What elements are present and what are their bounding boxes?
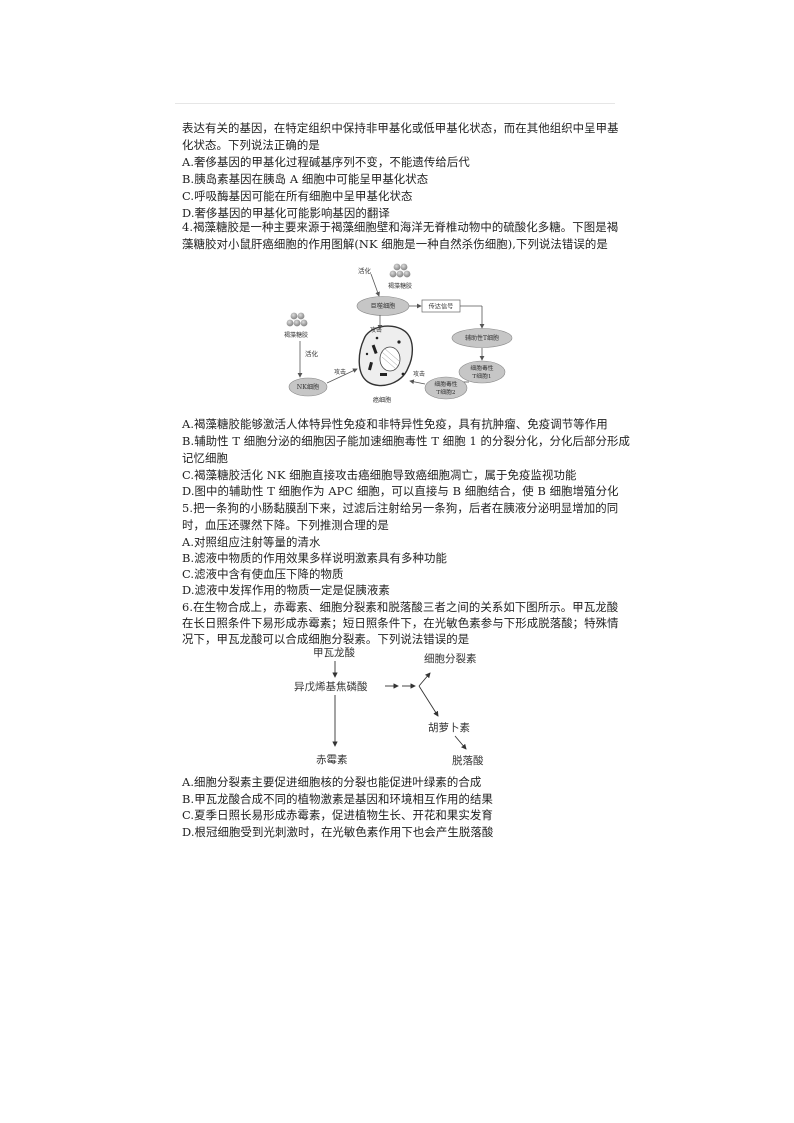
q6-option-c: C.夏季日照长易形成赤霉素，促进植物生长、开花和果实发育 xyxy=(182,808,493,822)
signal-label: 传达信号 xyxy=(429,303,454,311)
cancer-label: 癌细胞 xyxy=(373,396,392,404)
q6-stem-line-3: 况下，甲瓦龙酸可以合成细胞分裂素。下列说法错误的是 xyxy=(182,632,470,646)
cytokinin-label: 细胞分裂素 xyxy=(424,652,477,665)
macrophage-label: 巨噬细胞 xyxy=(371,302,396,310)
q5-option-d: D.滤液中发挥作用的物质一定是促胰液素 xyxy=(182,583,390,597)
q6-option-a: A.细胞分裂素主要促进细胞核的分裂也能促进叶绿素的合成 xyxy=(182,775,482,789)
q3-option-c: C.呼吸酶基因可能在所有细胞中呈甲基化状态 xyxy=(182,189,413,203)
nk-label: NK细胞 xyxy=(297,383,319,391)
ctl2-label-line-2: T细胞2 xyxy=(436,388,455,396)
attack-label-macrophage: 攻击 xyxy=(370,326,382,334)
q5-stem-line-1: 5.把一条狗的小肠黏膜刮下来，过滤后注射给另一条狗，后者在胰液分泌明显增加的同 xyxy=(182,501,619,515)
q4-stem-line-2: 藻糖胶对小鼠肝癌细胞的作用图解(NK 细胞是一种自然杀伤细胞),下列说法错误的是 xyxy=(182,237,608,251)
q4-option-b-line-1: B.辅助性 T 细胞分泌的细胞因子能加速细胞毒性 T 细胞 1 的分裂分化，分化… xyxy=(182,434,630,448)
ctl1-node xyxy=(458,360,506,384)
attack-label-nk: 攻击 xyxy=(334,368,346,376)
q3-option-d: D.奢侈基因的甲基化可能影响基因的翻译 xyxy=(182,206,390,220)
ctl1-label-line-1: 细胞毒性 xyxy=(470,364,493,372)
q4-stem-line-1: 4.褐藻糖胶是一种主要来源于褐藻细胞壁和海洋无脊椎动物中的硫酸化多糖。下图是褐 xyxy=(182,220,619,234)
q5-option-a: A.对照组应注射等量的清水 xyxy=(182,535,321,549)
fucoidan-left-label: 褐藻糖胶 xyxy=(284,331,308,339)
q3-stem-line-2: 化状态。下列说法正确的是 xyxy=(182,138,320,152)
q5-option-c: C.滤液中含有使血压下降的物质 xyxy=(182,567,344,581)
q6-option-d: D.根冠细胞受到光刺激时，在光敏色素作用下也会产生脱落酸 xyxy=(182,825,494,839)
fucoidan-top-label: 褐藻糖胶 xyxy=(388,282,412,290)
q6-stem-line-1: 6.在生物合成上，赤霉素、细胞分裂素和脱落酸三者之间的关系如下图所示。甲瓦龙酸 xyxy=(182,600,619,614)
activate-left-label: 活化 xyxy=(305,349,319,358)
fucoidan-balls-left xyxy=(286,312,308,327)
ctl2-label-line-1: 细胞毒性 xyxy=(434,380,457,388)
attack-label-ctl: 攻击 xyxy=(413,370,425,378)
q4-option-b-line-2: 记忆细胞 xyxy=(182,451,228,465)
carotene-label: 胡萝卜素 xyxy=(428,721,470,734)
immune-diagram: 活化 褐藻糖胶 巨噬细胞 传达信号 辅助性T细胞 细胞毒性 T细胞1 细胞毒性 … xyxy=(284,263,513,404)
q5-stem-line-2: 时，血压还骤然下降。下列推测合理的是 xyxy=(182,518,389,532)
q6-option-b: B.甲瓦龙酸合成不同的植物激素是基因和环境相互作用的结果 xyxy=(182,792,493,806)
helper-t-node xyxy=(451,328,513,348)
q6-stem-line-2: 在长日照条件下易形成赤霉素；短日照条件下，在光敏色素参与下形成脱落酸；特殊情 xyxy=(182,616,619,630)
nk-node xyxy=(288,377,328,397)
q4-option-d: D.图中的辅助性 T 细胞作为 APC 细胞，可以直接与 B 细胞结合，使 B … xyxy=(182,484,619,498)
cancer-cell xyxy=(358,325,413,387)
q4-option-a: A.褐藻糖胶能够激活人体特异性免疫和非特异性免疫，具有抗肿瘤、免疫调节等作用 xyxy=(182,417,608,431)
aba-label: 脱落酸 xyxy=(452,754,484,767)
q3-option-a: A.奢侈基因的甲基化过程碱基序列不变，不能遗传给后代 xyxy=(182,155,470,169)
hormone-diagram: 甲瓦龙酸 异戊烯基焦磷酸 赤霉素 细胞分裂素 胡萝卜素 脱落酸 xyxy=(294,646,484,767)
page-top-rule xyxy=(175,103,615,104)
q5-option-b: B.滤液中物质的作用效果多样说明激素具有多种功能 xyxy=(182,551,447,565)
fucoidan-balls-top xyxy=(389,263,411,278)
q3-stem-line-1: 表达有关的基因，在特定组织中保持非甲基化或低甲基化状态，而在其他组织中呈甲基 xyxy=(182,121,619,135)
helper-t-label: 辅助性T细胞 xyxy=(465,334,499,342)
q3-option-b: B.胰岛素基因在胰岛 A 细胞中可能呈甲基化状态 xyxy=(182,172,429,186)
gibberellin-label: 赤霉素 xyxy=(316,753,348,766)
ctl1-label-line-2: T细胞1 xyxy=(472,372,491,380)
ipp-label: 异戊烯基焦磷酸 xyxy=(294,680,368,693)
activate-top-label: 活化 xyxy=(358,266,372,275)
mevalonate-label: 甲瓦龙酸 xyxy=(313,646,355,659)
q4-option-c: C.褐藻糖胶活化 NK 细胞直接攻击癌细胞导致癌细胞凋亡，属于免疫监视功能 xyxy=(182,468,577,482)
ctl2-node xyxy=(424,376,468,400)
